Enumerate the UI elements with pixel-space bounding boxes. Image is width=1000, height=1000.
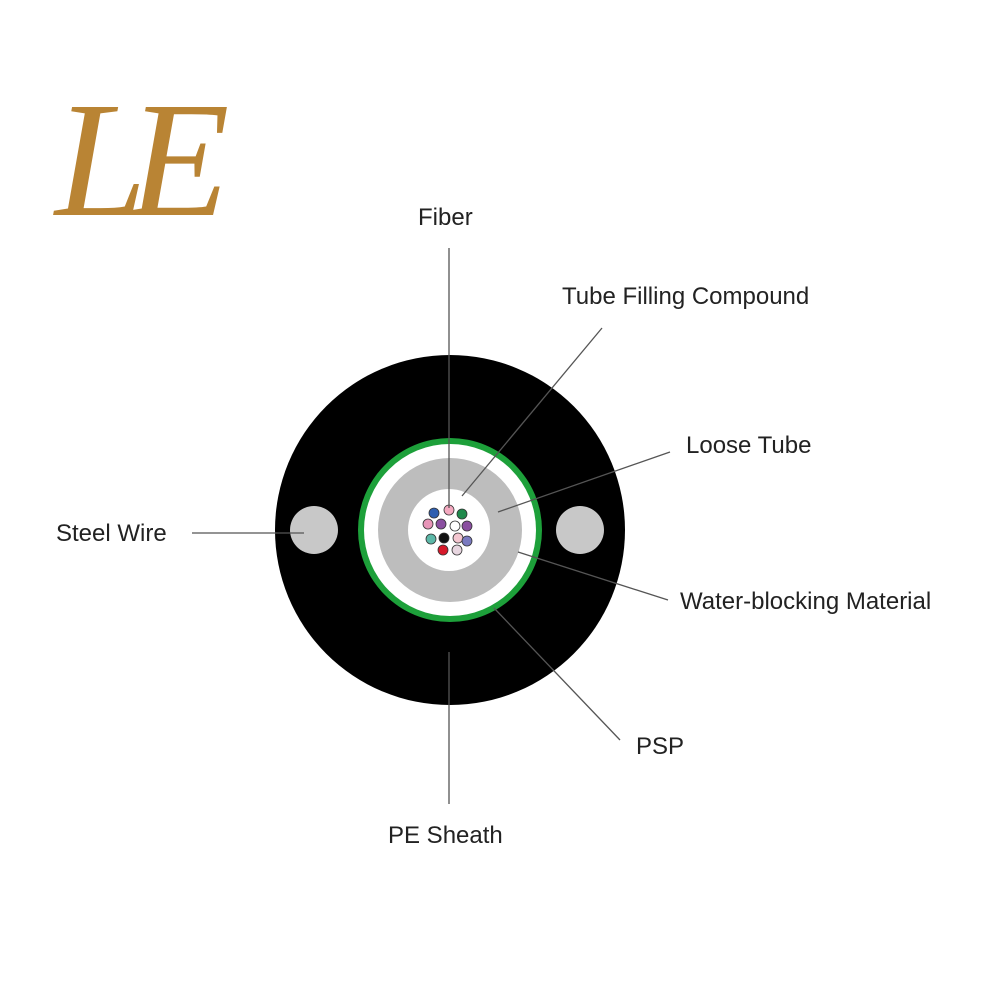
label-fiber: Fiber [418, 204, 473, 231]
fiber-dot [425, 533, 437, 545]
label-water-blocking-material: Water-blocking Material [680, 588, 932, 615]
le-logo: LE [53, 68, 246, 251]
fiber-dot [461, 535, 473, 547]
fiber-dot [422, 518, 434, 530]
label-psp: PSP [636, 733, 685, 760]
steel-wire-left [290, 506, 338, 554]
fiber-dot [449, 520, 461, 532]
fiber-dot [451, 544, 463, 556]
fiber-dot [461, 520, 473, 532]
fiber-dot [428, 507, 440, 519]
fiber-dot [435, 518, 447, 530]
logo-text: LE [53, 68, 228, 251]
label-pe-sheath: PE Sheath [388, 822, 503, 849]
fiber-dot [456, 508, 468, 520]
leader-psp [493, 607, 621, 741]
leader-loose-tube [497, 451, 671, 513]
fiber-bundle [422, 504, 473, 556]
fiber-dot [438, 532, 450, 544]
leader-tube-filling [461, 327, 603, 497]
fiber-dot [452, 532, 464, 544]
label-loose-tube: Loose Tube [686, 432, 812, 459]
steel-wire-right [556, 506, 604, 554]
filling-compound-shape [408, 489, 490, 571]
label-steel-wire: Steel Wire [56, 520, 167, 547]
fiber-dot [437, 544, 449, 556]
leader-water-blocking [517, 551, 669, 601]
label-tube-filling-compound: Tube Filling Compound [562, 283, 810, 310]
